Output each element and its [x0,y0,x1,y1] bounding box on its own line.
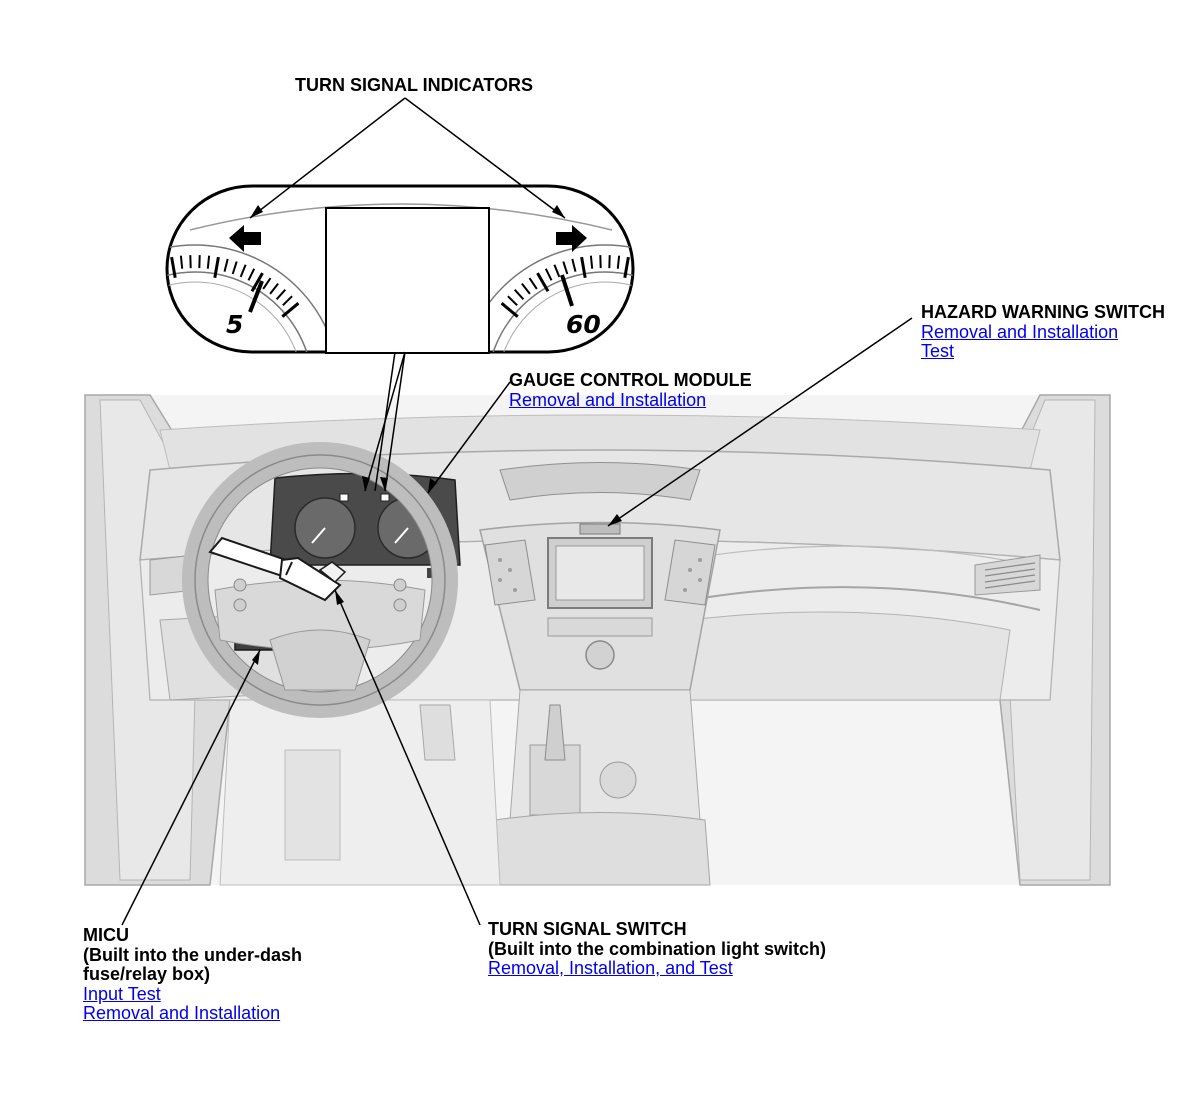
left-turn-indicator-icon [229,225,261,252]
hazard-warning-switch-title: HAZARD WARNING SWITCH [921,302,1165,322]
dial-tick [662,273,673,291]
micu-removal-installation-link[interactable]: Removal and Installation [83,1003,281,1023]
dial-tick [651,265,656,277]
dial-tick [544,268,553,281]
turn-signal-indicators-title: TURN SIGNAL INDICATORS [295,75,534,95]
leader-line-bubble-middle [374,351,396,492]
dial-tick [170,256,177,278]
dial-tick [213,256,220,278]
turn-signal-switch-subtitle: (Built into the combination light switch… [488,938,826,959]
dial-tick [153,262,157,274]
dial-tick [275,289,287,300]
leader-line-right-indicator [404,97,566,219]
turn-switch-removal-installation-test-link[interactable]: Removal, Installation, and Test [488,958,733,978]
dial-tick [536,272,550,293]
dial-tick [144,265,149,277]
dial-tick [513,289,525,300]
dial-tick [223,258,229,272]
dial-tick [179,255,184,269]
gauge-removal-installation-link[interactable]: Removal and Installation [509,389,707,410]
gauge-control-module-title: GAUGE CONTROL MODULE [509,370,752,390]
micu-input-test-link[interactable]: Input Test [83,983,161,1004]
turn-signal-indicators-callout: TURN SIGNAL INDICATORS [295,75,534,96]
dial-tick [659,269,665,281]
leader-line-gauge-module [427,381,511,494]
dial-tick [507,295,518,307]
turn-signal-switch-callout: TURN SIGNAL SWITCH (Built into the combi… [488,919,826,979]
dial-tick [521,282,531,295]
hazard-removal-installation-link[interactable]: Removal and Installation [921,321,1119,342]
dial-tick [231,261,238,275]
dial-tick [562,261,569,275]
gauge-control-module-callout: GAUGE CONTROL MODULE Removal and Install… [509,370,752,410]
dial-tick [623,256,630,278]
dial-tick [239,264,247,278]
gauge-closeup: 5 60 [128,184,673,354]
hazard-test-link[interactable]: Test [921,341,955,361]
turn-signal-switch-title: TURN SIGNAL SWITCH [488,919,687,939]
dial-tick [206,255,211,269]
leader-lines [121,97,913,926]
leader-arrowheads [250,205,622,665]
dial-tick [136,269,142,281]
leader-line-hazard-switch [607,317,913,527]
dial-tick [282,295,293,307]
leader-line-bubble-right [384,351,406,492]
right-turn-indicator-icon [556,225,587,252]
leader-line-left-indicator [249,97,406,219]
dial-tick [580,256,587,278]
dial-tick [247,268,256,281]
dial-tick [553,264,561,278]
dial-tick [162,259,165,272]
dial-tick [616,255,621,269]
hazard-warning-switch-callout: HAZARD WARNING SWITCH Removal and Instal… [921,302,1165,362]
left-dial-number: 5 [226,310,243,339]
micu-subtitle-line-2: fuse/relay box) [83,964,211,984]
dial-tick [571,258,577,272]
dial-tick [262,277,272,290]
dial-tick [128,273,139,291]
right-dial-number: 60 [566,310,601,339]
dial-tick [250,272,264,293]
dial-tick [589,255,594,269]
micu-callout: MICU (Built into the under-dash fuse/rel… [83,925,302,1024]
dial-tick [281,302,300,318]
dial-tick [643,262,647,274]
dial-tick [269,282,279,295]
car-interior-illustration [84,394,1111,886]
dial-tick [528,277,538,290]
dial-tick [635,259,638,272]
dial-tick [500,302,519,318]
micu-title: MICU [83,925,129,945]
micu-subtitle-line-1: (Built into the under-dash [83,944,302,965]
leader-line-micu [121,649,261,926]
leader-line-turn-switch [334,589,481,926]
